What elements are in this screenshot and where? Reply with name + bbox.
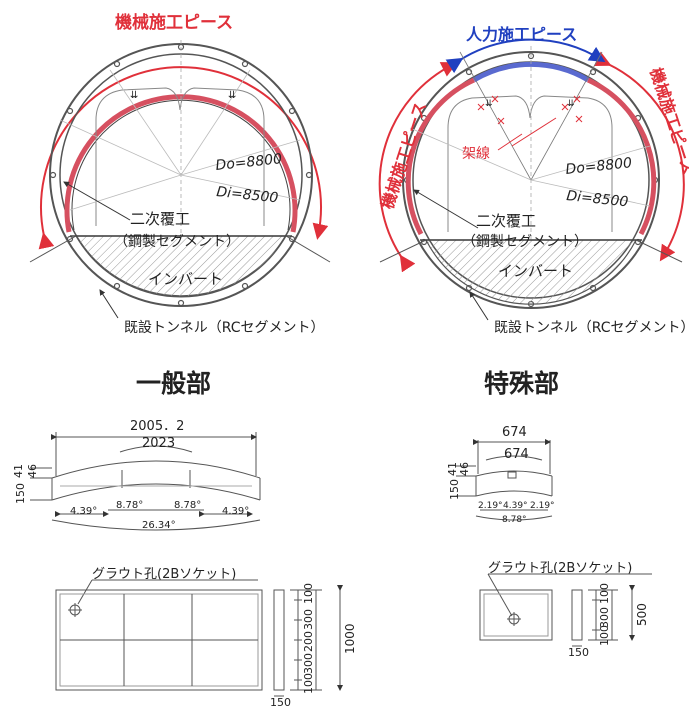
seg-left-ang-3: 8.78° — [174, 500, 201, 511]
special-tunnel-section: ⇊ ⇊ — [378, 38, 685, 321]
general-segment-curved-view — [30, 432, 261, 531]
svg-text:⇊: ⇊ — [485, 99, 493, 109]
general-di-label: Di=8500 — [216, 184, 279, 206]
seg-right-dim-b: 46 — [458, 462, 471, 476]
svg-text:⇊: ⇊ — [567, 99, 575, 109]
svg-text:⇊: ⇊ — [228, 90, 236, 101]
general-caption: 一般部 — [136, 369, 211, 398]
general-invert-label: インバート — [148, 270, 223, 288]
special-machine-arc-left — [378, 62, 458, 273]
seg-right-side-bot: 100 — [598, 625, 611, 646]
special-segment-curved-view — [456, 439, 553, 521]
seg-left-dim-a: 41 — [12, 464, 25, 478]
special-clearance-outline — [447, 95, 613, 232]
seg-right-ang-1: 2.19° — [478, 501, 503, 511]
seg-right-ang-2: 4.39° — [503, 501, 528, 511]
seg-right-dim-a: 41 — [446, 462, 459, 476]
seg-right-dim-c: 150 — [448, 479, 461, 500]
seg-left-ang-total: 26.34° — [142, 520, 176, 531]
special-caption: 特殊部 — [484, 369, 559, 398]
seg-left-ang-2: 8.78° — [116, 500, 143, 511]
seg-right-side-total: 500 — [635, 603, 649, 626]
special-do-label: Do=8800 — [565, 155, 633, 178]
seg-left-side-top: 100 — [302, 583, 315, 604]
general-ring-bolts — [49, 43, 313, 307]
seg-right-ang-3: 2.19° — [530, 501, 555, 511]
special-manual-title: 人力施工ピース — [466, 25, 577, 44]
seg-left-ang-4: 4.39° — [222, 506, 249, 517]
seg-left-side-200: 200 — [302, 631, 315, 652]
seg-left-side-width: 150 — [270, 696, 291, 708]
special-existing-outer-ring — [402, 51, 660, 309]
overhead-wire-marks — [477, 95, 583, 151]
svg-text:⇊: ⇊ — [130, 90, 138, 101]
special-segment-side-view — [571, 585, 635, 647]
general-lining-label-1: 二次覆工 — [130, 210, 190, 228]
special-di-label: Di=8500 — [566, 188, 629, 210]
special-manual-arc — [445, 38, 606, 74]
special-segment-plan-view — [479, 573, 652, 641]
general-tunnel-section: ⇊ ⇊ — [29, 40, 331, 319]
seg-left-grout-label: グラウト孔(2Bソケット) — [92, 567, 236, 582]
seg-right-side-width: 150 — [568, 646, 589, 659]
general-clearance-outline — [95, 87, 265, 226]
special-manual-lining — [472, 61, 590, 83]
seg-left-ang-1: 4.39° — [70, 506, 97, 517]
general-existing-label: 既設トンネル（RCセグメント） — [124, 320, 325, 336]
special-lining-label-2: （鋼製セグメント） — [462, 234, 588, 250]
seg-left-dim-b: 46 — [26, 464, 39, 478]
general-machine-arc — [38, 66, 329, 250]
seg-right-ang-total: 8.78° — [502, 515, 527, 525]
seg-right-side-top: 100 — [598, 583, 611, 604]
overhead-wire-label: 架線 — [462, 146, 490, 162]
special-existing-label: 既設トンネル（RCセグメント） — [494, 320, 689, 336]
special-invert-label: インバート — [498, 262, 573, 280]
seg-right-dim-outer: 674 — [502, 425, 527, 440]
general-segment-side-view — [273, 585, 343, 697]
general-lining-label-2: （鋼製セグメント） — [114, 234, 240, 250]
special-lining-label-1: 二次覆工 — [476, 212, 536, 230]
seg-left-side-bot: 100 — [302, 673, 315, 694]
seg-left-dim-c: 150 — [14, 483, 27, 504]
seg-right-grout-label: グラウト孔(2Bソケット) — [488, 561, 632, 576]
seg-left-side-300a: 300 — [302, 609, 315, 630]
seg-left-dim-inner: 2023 — [142, 436, 175, 451]
seg-left-dim-outer: 2005．2 — [130, 419, 184, 434]
seg-right-dim-inner: 674 — [504, 447, 529, 462]
seg-left-side-300b: 300 — [302, 653, 315, 674]
general-arc-title: 機械施工ピース — [115, 12, 233, 33]
seg-left-side-total: 1000 — [343, 623, 357, 654]
general-segment-plan-view — [55, 579, 263, 691]
special-invert — [425, 239, 637, 305]
general-invert — [74, 235, 288, 298]
general-do-label: Do=8800 — [215, 151, 283, 174]
seg-right-side-300: 300 — [598, 607, 611, 628]
special-machine-arc-right — [593, 51, 685, 262]
